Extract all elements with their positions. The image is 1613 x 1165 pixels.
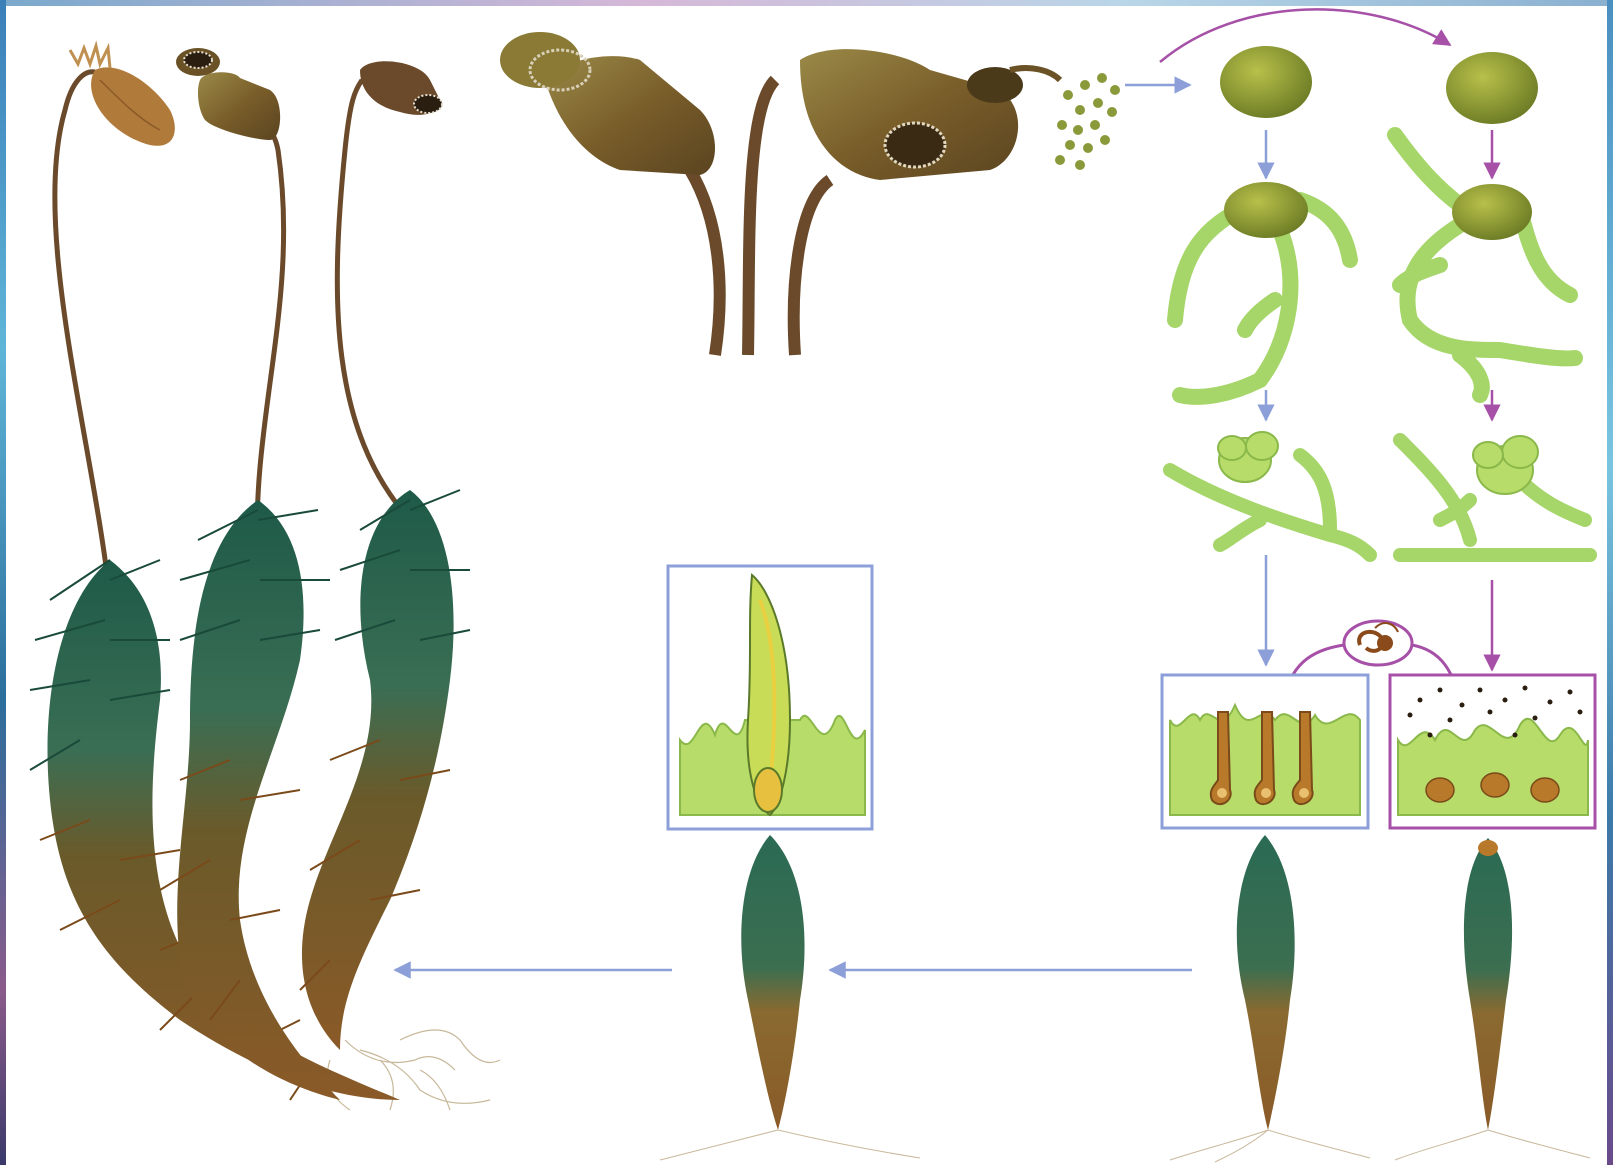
enlarged-seta-1 bbox=[690, 170, 720, 355]
enlarged-seta-2 bbox=[748, 80, 775, 355]
capsule-opening-icon bbox=[176, 48, 280, 140]
enlarged-capsule-operculum-icon bbox=[500, 32, 715, 175]
arrow-to-spore-2 bbox=[1160, 9, 1450, 62]
seta-1 bbox=[55, 72, 110, 600]
male-gametophyte-icon bbox=[1170, 835, 1370, 1162]
bud-protonema-icon bbox=[1170, 432, 1370, 555]
dispersing-spores bbox=[1055, 73, 1120, 170]
spore-icon bbox=[1446, 52, 1538, 124]
enlarged-capsules-group bbox=[500, 32, 1060, 355]
antheridia-icon bbox=[1170, 705, 1360, 815]
capsule-open-icon bbox=[360, 61, 442, 115]
capsule-calyptra-icon bbox=[70, 46, 175, 146]
seta-3 bbox=[337, 80, 410, 520]
adult-moss-group bbox=[30, 46, 500, 1110]
leafy-shoot-3 bbox=[300, 490, 470, 1050]
enlarged-capsule-open-icon bbox=[800, 49, 1060, 180]
germinating-spore-icon bbox=[1452, 184, 1532, 240]
gametophyte-with-sporophyte-icon bbox=[660, 835, 920, 1160]
spore-icon bbox=[1220, 46, 1312, 118]
female-gametophyte-icon bbox=[1395, 838, 1590, 1160]
bud-protonema-icon bbox=[1400, 436, 1590, 555]
germinating-spore-icon bbox=[1224, 182, 1308, 238]
seta-2 bbox=[257, 128, 284, 560]
enlarged-seta-3 bbox=[794, 180, 830, 355]
protonema-icon bbox=[1395, 135, 1575, 395]
rhizoids-left bbox=[328, 1030, 501, 1110]
